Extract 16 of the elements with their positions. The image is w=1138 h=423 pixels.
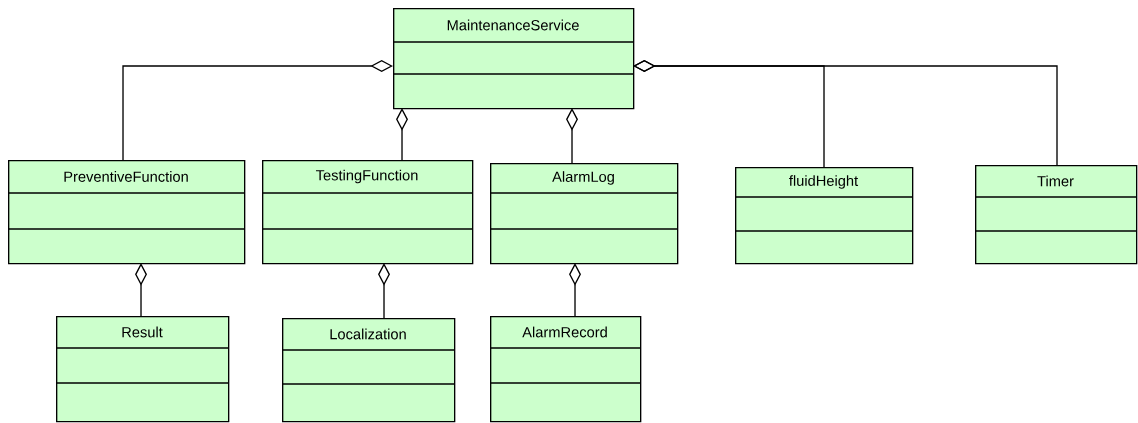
aggregation-line xyxy=(135,263,147,317)
class-box: Timer xyxy=(974,165,1138,265)
class-box: PreventiveFunction xyxy=(7,160,246,265)
class-box: MaintenanceService xyxy=(392,8,635,110)
aggregation-line xyxy=(566,108,578,164)
class-box: TestingFunction xyxy=(261,160,474,265)
aggregation-line xyxy=(569,263,581,317)
class-box: AlarmRecord xyxy=(489,316,642,423)
class-box: fluidHeight xyxy=(734,167,914,265)
aggregation-line xyxy=(378,263,390,319)
aggregation-line xyxy=(633,60,1058,166)
class-box: AlarmLog xyxy=(489,163,679,265)
aggregation-line xyxy=(396,108,408,161)
aggregation-line xyxy=(122,60,393,161)
class-box: Result xyxy=(55,316,230,423)
class-box: Localization xyxy=(281,318,456,423)
